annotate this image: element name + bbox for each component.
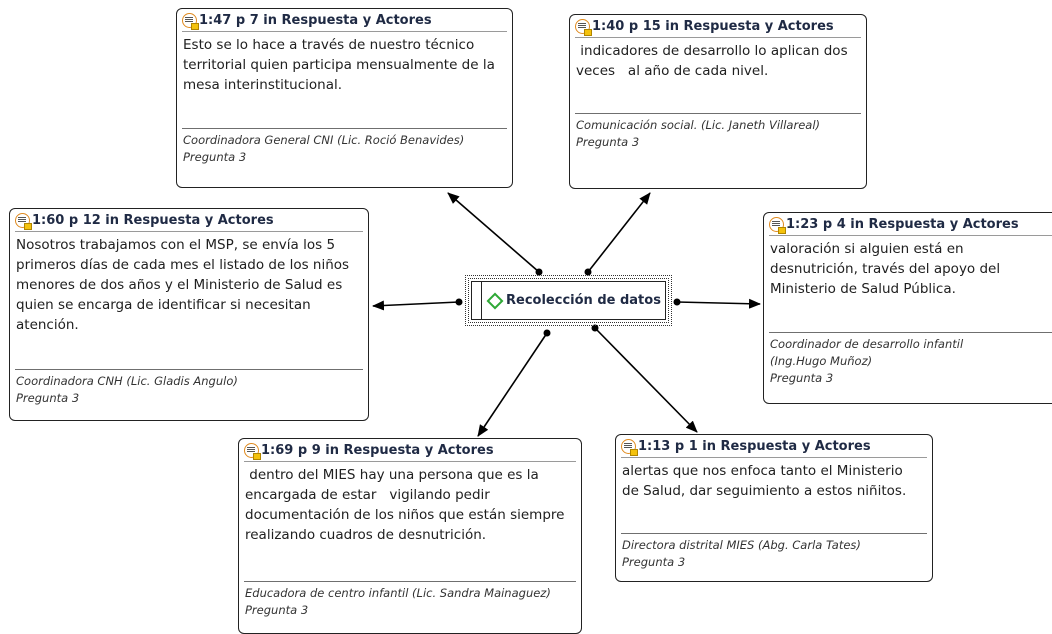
quote-card-1-47[interactable]: 1:47 p 7 in Respuesta y Actores Esto se … bbox=[176, 8, 513, 188]
quote-footer: Comunicación social. (Lic. Janeth Villar… bbox=[575, 113, 861, 151]
quote-line: valoración si alguien está en bbox=[770, 241, 964, 257]
code-diamond-icon bbox=[486, 292, 504, 309]
quote-line: encargada de estar vigilando pedir bbox=[245, 487, 490, 503]
quote-author: Comunicación social. (Lic. Janeth Villar… bbox=[576, 118, 821, 132]
link-to-1-47[interactable] bbox=[447, 192, 540, 273]
quote-header: 1:23 p 4 in Respuesta y Actores bbox=[769, 213, 1052, 236]
quote-author: Directora distrital MIES (Abg. Carla Tat… bbox=[622, 538, 861, 552]
quote-text: valoración si alguien está en desnutrici… bbox=[764, 236, 1052, 299]
quote-card-1-13[interactable]: 1:13 p 1 in Respuesta y Actores alertas … bbox=[615, 434, 933, 582]
quote-header-text: 1:60 p 12 in Respuesta y Actores bbox=[32, 212, 274, 228]
quote-text: Nosotros trabajamos con el MSP, se envía… bbox=[10, 232, 368, 335]
quote-question: Pregunta 3 bbox=[16, 391, 80, 405]
link-start-dot bbox=[543, 329, 551, 337]
quote-line: veces al año de cada nivel. bbox=[576, 63, 769, 79]
quote-header: 1:60 p 12 in Respuesta y Actores bbox=[15, 209, 363, 232]
quote-text: Esto se lo hace a través de nuestro técn… bbox=[177, 32, 512, 95]
quote-document-icon bbox=[15, 212, 32, 230]
quote-text: dentro del MIES hay una persona que es l… bbox=[239, 462, 581, 545]
quote-card-1-23[interactable]: 1:23 p 4 in Respuesta y Actores valoraci… bbox=[763, 212, 1052, 404]
quote-card-1-69[interactable]: 1:69 p 9 in Respuesta y Actores dentro d… bbox=[238, 438, 582, 634]
quote-document-icon bbox=[182, 12, 199, 30]
quote-footer: Coordinadora CNH (Lic. Gladis Angulo) Pr… bbox=[15, 369, 363, 407]
quote-line: realizando cuadros de desnutrición. bbox=[245, 527, 487, 543]
quote-header: 1:47 p 7 in Respuesta y Actores bbox=[182, 9, 507, 32]
quote-header-text: 1:69 p 9 in Respuesta y Actores bbox=[261, 442, 494, 458]
quote-question: Pregunta 3 bbox=[183, 150, 247, 164]
quote-line: primeros días de cada mes el listado de … bbox=[16, 257, 350, 273]
quote-text: alertas que nos enfoca tanto el Minister… bbox=[616, 458, 932, 501]
quote-line: desnutrición, través del apoyo del bbox=[770, 261, 1001, 277]
link-to-1-69[interactable] bbox=[477, 332, 548, 437]
quote-line: Nosotros trabajamos con el MSP, se envía… bbox=[16, 237, 336, 253]
quote-header-text: 1:40 p 15 in Respuesta y Actores bbox=[592, 18, 834, 34]
quote-document-icon bbox=[575, 18, 592, 36]
quote-question: Pregunta 3 bbox=[576, 135, 640, 149]
code-side-bar bbox=[472, 282, 482, 319]
quote-author: Coordinador de desarrollo infantil bbox=[770, 337, 964, 351]
quote-line: documentación de los niños que están sie… bbox=[245, 507, 565, 523]
quote-footer: Directora distrital MIES (Abg. Carla Tat… bbox=[621, 533, 927, 571]
quote-document-icon bbox=[244, 442, 261, 460]
quote-line: de Salud, dar seguimiento a estos niñito… bbox=[622, 483, 907, 499]
quote-line: menores de dos años y el Ministerio de S… bbox=[16, 277, 343, 293]
code-node-recoleccion-de-datos[interactable]: Recolección de datos bbox=[465, 275, 672, 326]
link-to-1-60[interactable] bbox=[372, 300, 460, 311]
quote-line: territorial quien participa mensualmente… bbox=[183, 57, 495, 73]
link-to-1-23[interactable] bbox=[676, 298, 761, 309]
link-start-dot bbox=[673, 298, 681, 306]
quote-card-1-40[interactable]: 1:40 p 15 in Respuesta y Actores indicad… bbox=[569, 14, 867, 189]
code-label: Recolección de datos bbox=[506, 293, 661, 308]
quote-author: Educadora de centro infantil (Lic. Sandr… bbox=[245, 586, 551, 600]
quote-footer: Coordinador de desarrollo infantil (Ing.… bbox=[769, 332, 1052, 387]
quote-line: alertas que nos enfoca tanto el Minister… bbox=[622, 463, 903, 479]
quote-line: quien se encarga de identificar si neces… bbox=[16, 297, 311, 313]
code-box: Recolección de datos bbox=[471, 281, 666, 320]
quote-line: Esto se lo hace a través de nuestro técn… bbox=[183, 37, 475, 53]
link-start-dot bbox=[455, 298, 463, 306]
quote-author: Coordinadora General CNI (Lic. Roció Ben… bbox=[183, 133, 465, 147]
quote-question: Pregunta 3 bbox=[770, 371, 834, 385]
quote-header: 1:13 p 1 in Respuesta y Actores bbox=[621, 435, 927, 458]
link-start-dot bbox=[591, 324, 599, 332]
quote-line: atención. bbox=[16, 317, 79, 333]
quote-document-icon bbox=[621, 438, 638, 456]
quote-question: Pregunta 3 bbox=[622, 555, 686, 569]
link-to-1-13[interactable] bbox=[594, 327, 698, 433]
quote-line: indicadores de desarrollo lo aplican dos bbox=[576, 43, 848, 59]
quote-header: 1:69 p 9 in Respuesta y Actores bbox=[244, 439, 576, 462]
quote-line: mesa interinstitucional. bbox=[183, 77, 343, 93]
link-to-1-40[interactable] bbox=[587, 192, 651, 273]
quote-header-text: 1:23 p 4 in Respuesta y Actores bbox=[786, 216, 1019, 232]
quote-footer: Educadora de centro infantil (Lic. Sandr… bbox=[244, 581, 576, 619]
quote-author: Coordinadora CNH (Lic. Gladis Angulo) bbox=[16, 374, 238, 388]
selection-outline bbox=[468, 278, 669, 323]
link-start-dot bbox=[535, 268, 543, 276]
quote-card-1-60[interactable]: 1:60 p 12 in Respuesta y Actores Nosotro… bbox=[9, 208, 369, 421]
quote-header-text: 1:13 p 1 in Respuesta y Actores bbox=[638, 438, 871, 454]
quote-question: Pregunta 3 bbox=[245, 603, 309, 617]
quote-header-text: 1:47 p 7 in Respuesta y Actores bbox=[199, 12, 432, 28]
quote-line: Ministerio de Salud Pública. bbox=[770, 281, 956, 297]
quote-text: indicadores de desarrollo lo aplican dos… bbox=[570, 38, 866, 81]
quote-document-icon bbox=[769, 216, 786, 234]
quote-header: 1:40 p 15 in Respuesta y Actores bbox=[575, 15, 861, 38]
quote-footer: Coordinadora General CNI (Lic. Roció Ben… bbox=[182, 128, 507, 166]
link-start-dot bbox=[584, 268, 592, 276]
quote-author-detail: (Ing.Hugo Muñoz) bbox=[770, 354, 873, 368]
quote-line: dentro del MIES hay una persona que es l… bbox=[245, 467, 539, 483]
